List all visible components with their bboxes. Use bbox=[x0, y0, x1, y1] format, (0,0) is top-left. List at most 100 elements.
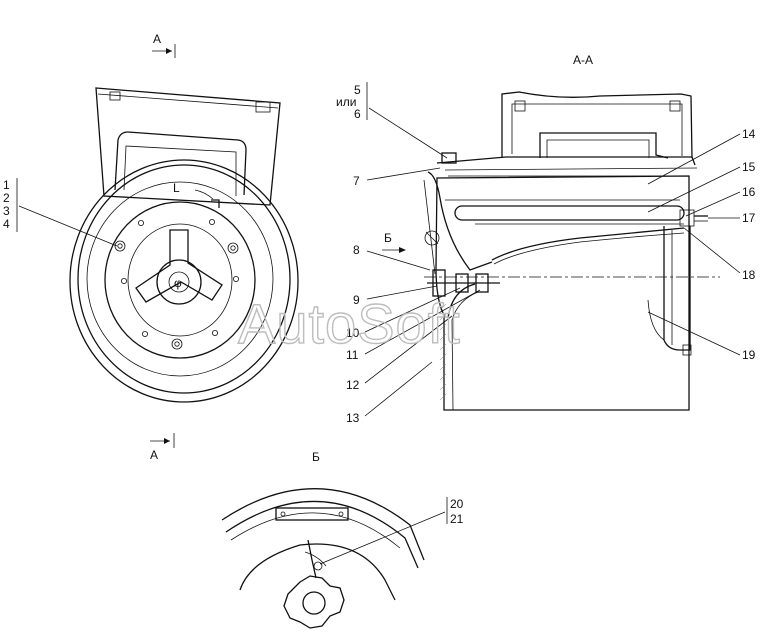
hole-1 bbox=[137, 219, 144, 226]
tri-lobe-knob bbox=[135, 229, 223, 303]
clamp-8-slot bbox=[425, 231, 439, 245]
cover-top-line bbox=[444, 167, 698, 171]
callout-1: 1 bbox=[3, 178, 10, 192]
view-b-chamber bbox=[239, 543, 396, 601]
leader-7 bbox=[366, 167, 441, 181]
hole-5 bbox=[141, 330, 148, 337]
star-nut bbox=[283, 575, 345, 629]
view-b-inner-arc bbox=[225, 500, 419, 569]
section-a-top: А bbox=[153, 32, 161, 46]
callout-6: 6 bbox=[354, 107, 361, 121]
housing-tab-left bbox=[109, 91, 121, 101]
bolt-3-center bbox=[174, 341, 180, 347]
callout-19: 19 bbox=[742, 348, 756, 362]
section-aa: А-А bbox=[423, 53, 720, 411]
callout-9: 9 bbox=[353, 293, 360, 307]
section-a-bottom: А bbox=[150, 448, 158, 462]
upper-housing-inner bbox=[511, 103, 683, 156]
main-body bbox=[435, 175, 690, 411]
leader-12 bbox=[364, 315, 453, 384]
hole-3 bbox=[121, 277, 128, 284]
bolt-2-center bbox=[230, 245, 236, 251]
leader-10 bbox=[364, 287, 461, 333]
callout-15: 15 bbox=[742, 160, 756, 174]
bolt-3 bbox=[171, 338, 183, 350]
dial-mark-arc bbox=[194, 189, 214, 200]
cover-top bbox=[436, 156, 696, 166]
outer-ring-inner bbox=[77, 164, 291, 394]
callout-5: 5 bbox=[354, 83, 361, 97]
tube-end bbox=[682, 344, 692, 356]
view-b-arrow-label: Б bbox=[384, 231, 392, 245]
callout-12: 12 bbox=[346, 378, 360, 392]
housing-top bbox=[95, 87, 281, 206]
leader-9 bbox=[366, 285, 438, 300]
hinge-element bbox=[441, 152, 457, 164]
seal bbox=[313, 561, 323, 571]
leader-5-6 bbox=[368, 107, 448, 159]
view-b-outer-arc bbox=[221, 488, 425, 561]
view-b: Б 20 21 bbox=[221, 450, 464, 629]
callout-13: 13 bbox=[346, 411, 360, 425]
flange-ring bbox=[104, 201, 256, 359]
leader-14 bbox=[647, 133, 741, 185]
view-b-ring bbox=[230, 512, 401, 549]
liner-right-bend bbox=[647, 299, 665, 341]
bolt-2 bbox=[227, 242, 239, 254]
callout-16: 16 bbox=[742, 185, 756, 199]
hole-2 bbox=[208, 218, 215, 225]
callout-or: или bbox=[336, 95, 356, 109]
handle-bracket-inner bbox=[546, 139, 650, 158]
lock-wire bbox=[307, 539, 317, 579]
callout-10: 10 bbox=[346, 326, 360, 340]
outer-shell-left bbox=[423, 179, 436, 275]
callout-2: 2 bbox=[3, 191, 10, 205]
housing-clip-right bbox=[669, 100, 681, 112]
arrowhead-b bbox=[399, 247, 406, 253]
lower-shell-bend bbox=[447, 283, 476, 319]
callout-3: 3 bbox=[3, 204, 10, 218]
hole-6 bbox=[211, 329, 218, 336]
wall-hatching bbox=[439, 303, 447, 401]
callout-20: 20 bbox=[450, 497, 464, 511]
leader-15 bbox=[647, 166, 741, 213]
arrowhead-a-bottom bbox=[164, 438, 170, 444]
leader-8 bbox=[366, 250, 431, 271]
nameplate-rivet-right bbox=[338, 511, 344, 517]
nameplate-rivet-left bbox=[280, 511, 286, 517]
handle bbox=[114, 131, 247, 196]
callout-11: 11 bbox=[346, 348, 359, 362]
callout-18: 18 bbox=[742, 268, 756, 282]
inner-liner bbox=[451, 291, 479, 411]
leader-1-4 bbox=[18, 205, 118, 247]
knob-hub bbox=[156, 259, 202, 305]
outer-ring bbox=[69, 159, 299, 403]
nameplate bbox=[275, 507, 349, 521]
callout-4: 4 bbox=[3, 217, 10, 231]
view-b-arrow: Б bbox=[382, 231, 406, 253]
leader-19 bbox=[647, 311, 741, 356]
arrowhead-a-top bbox=[166, 48, 172, 54]
watermark: AutoSoft bbox=[238, 292, 461, 355]
front-view: φ L bbox=[16, 87, 299, 403]
bolt-1-center bbox=[117, 243, 123, 249]
inner-tube bbox=[663, 226, 691, 351]
dial-mark-l: L bbox=[173, 181, 180, 195]
knob-symbol: φ bbox=[174, 276, 182, 290]
housing-clip-left bbox=[514, 100, 526, 112]
callout-21: 21 bbox=[450, 512, 464, 526]
star-nut-hole bbox=[302, 591, 326, 615]
leader-16 bbox=[685, 191, 741, 217]
membrane bbox=[491, 227, 685, 261]
callout-7: 7 bbox=[353, 174, 360, 188]
callout-8: 8 bbox=[353, 243, 360, 257]
cover-ring bbox=[86, 181, 274, 377]
filter-element-15 bbox=[454, 205, 685, 221]
lock-wire-loop bbox=[304, 551, 327, 567]
housing-tab-right bbox=[255, 101, 271, 113]
leader-20-21 bbox=[319, 511, 446, 565]
leader-18 bbox=[683, 227, 741, 274]
clamp-8 bbox=[424, 230, 440, 246]
